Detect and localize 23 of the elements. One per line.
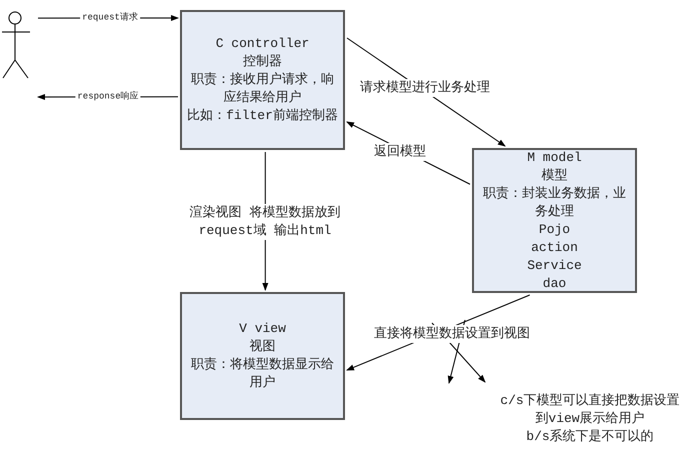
box-text: 控制器 xyxy=(243,53,282,71)
box-text: 职责：将模型数据显示给用户 xyxy=(190,356,335,392)
edge-label: response响应 xyxy=(75,92,141,102)
box-text: 职责：封装业务数据，业务处理 xyxy=(482,184,627,220)
box-text: action xyxy=(531,238,578,256)
process-box xyxy=(180,10,345,150)
box-text: 比如：filter前端控制器 xyxy=(187,107,338,125)
edge-label: 请求模型进行业务处理 xyxy=(358,79,492,97)
box-text: Service xyxy=(527,256,582,274)
box-text: 职责：接收用户请求，响应结果给用户 xyxy=(190,71,335,107)
process-box xyxy=(472,148,637,293)
box-text: 视图 xyxy=(250,338,276,356)
box-text: M model xyxy=(527,148,582,166)
box-text: Pojo xyxy=(538,220,570,238)
note-text: b/s系统下是不可以的 xyxy=(526,428,654,446)
edge-label: 返回模型 xyxy=(372,143,428,161)
edge-label: 直接将模型数据设置到视图 xyxy=(372,325,532,343)
box-text: 模型 xyxy=(542,166,568,184)
edge-label: request请求 xyxy=(80,12,140,24)
process-box xyxy=(180,292,345,420)
box-text: V view xyxy=(239,320,286,338)
box-text: C controller xyxy=(216,35,310,53)
box-text: dao xyxy=(542,274,566,292)
